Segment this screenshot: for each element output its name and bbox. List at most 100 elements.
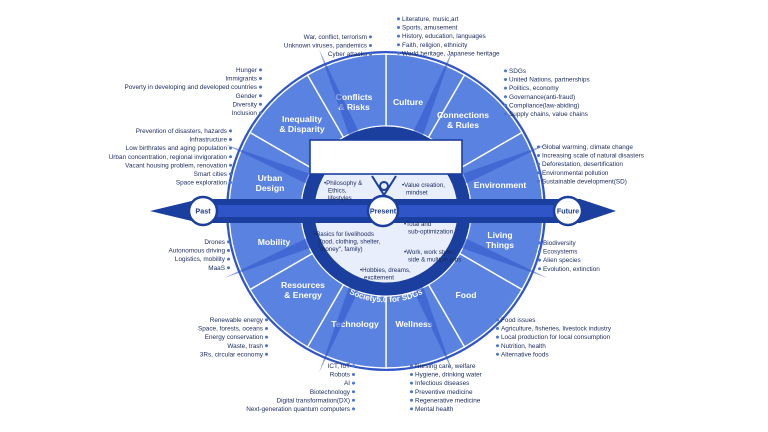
list-environment: Global warming, climate changeIncreasing… [537,144,644,185]
segment-label: Wellness [395,319,432,329]
bullet-icon [369,35,372,39]
list-item: Food issues [501,317,535,324]
list-item: Nutrition, health [501,343,546,350]
bullet-icon [504,95,507,99]
inner-notes: •Philosophy &Ethics,lifestyles•Value cre… [314,180,461,282]
bullet-icon [397,26,400,29]
segment-label: Resources& Energy [281,280,325,300]
list-item: Governance(anti-fraud) [509,94,575,101]
inner-note-hobbies: •Hobbies, dreams,excitement [360,267,411,282]
list-item: Alien species [543,257,581,264]
list-item: MaaS [208,265,225,272]
list-item: Space, forests, oceans [198,326,263,333]
bullet-icon [352,390,355,394]
bullet-icon [410,364,413,368]
bullet-icon [397,51,400,55]
list-item: Prevention of disasters, hazards [136,128,227,135]
bullet-icon [537,179,540,183]
list-item: Space exploration [176,180,228,187]
list-item: Autonomous driving [169,248,226,255]
bullet-icon [265,318,268,322]
bullet-icon [397,43,400,47]
bullet-icon [229,163,232,167]
bullet-icon [259,77,262,80]
segment-label: Technology [331,319,379,329]
bullet-icon [265,335,268,339]
bullet-icon [538,267,541,271]
list-item: Digital transformation(DX) [276,397,350,404]
bullet-icon [397,17,400,21]
list-item: AI [344,380,350,387]
list-item: Urban concentration, regional invigorati… [109,154,228,161]
bullet-icon [227,266,230,270]
list-item: Infrastructure [189,137,227,144]
present-label: Present [370,207,397,216]
bullet-icon [352,398,355,402]
past-node: Past [187,195,219,227]
list-item: Inclusion [232,110,258,117]
list-item: Energy conservation [205,334,264,341]
past-label: Past [195,207,211,216]
bullet-icon [259,94,262,98]
list-item: Logistics, mobility [175,256,226,263]
bullet-icon [537,145,540,149]
list-item: Preventive medicine [415,389,473,396]
list-item: Hygiene, drinking water [415,372,483,379]
list-item: Literature, music,art [402,16,459,23]
list-item: Drones [204,239,225,246]
bullet-icon [227,240,230,244]
list-item: Unknown viruses, pandemics [284,43,367,50]
list-item: Smart cities [194,171,227,178]
list-item: Compliance(law-abiding) [509,102,579,109]
list-item: Robots [330,372,350,379]
list-item: Faith, religion, ethnicity [402,42,468,49]
bullet-icon [504,103,507,107]
list-item: United Nations, partnerships [509,77,590,84]
list-item: World heritage, Japanese heritage [402,50,500,57]
bullet-icon [369,44,372,47]
bullet-icon [410,381,413,385]
list-item: Sustainable development(SD) [542,178,627,185]
bullet-icon [537,162,540,166]
bullet-icon [496,344,499,348]
bullet-icon [538,241,541,245]
bullet-icon [410,407,413,411]
present-node: Present [366,194,400,228]
person-icon [371,175,397,197]
list-item: Next-generation quantum computers [246,406,350,413]
bullet-icon [410,390,413,394]
bullet-icon [397,34,400,38]
list-item: Poverty in developing and developed coun… [124,84,257,91]
list-item: Deforestation, desertification [542,161,623,168]
bullet-icon [352,381,355,385]
list-item: Agriculture, fisheries, livestock indust… [501,326,612,333]
list-item: Ecosystems [543,249,577,256]
list-item: Hunger [236,67,258,74]
future-label: Future [557,207,579,216]
bullet-icon [229,146,232,150]
list-item: War, conflict, terrorism [304,34,367,41]
inner-note-philosophy: •Philosophy &Ethics,lifestyles [324,180,363,202]
segment-label: Inequality& Disparity [279,114,325,134]
segment-label: Food [456,290,477,300]
list-item: Alternative foods [501,351,549,358]
bullet-icon [369,52,372,56]
list-item: Cyber attacks [328,51,367,58]
list-urban: Prevention of disasters, hazardsInfrastr… [109,128,232,187]
bullet-icon [496,318,499,322]
list-item: Biodiversity [543,240,576,247]
bullet-icon [259,111,262,115]
list-item: Increasing scale of natural disasters [542,153,644,160]
segment-label: Mobility [258,237,291,247]
bullet-icon [229,181,232,184]
list-item: Gender [236,93,258,100]
segment-label: Connections& Rules [437,110,489,130]
bullet-icon [537,154,540,157]
list-item: Diversity [233,101,258,108]
